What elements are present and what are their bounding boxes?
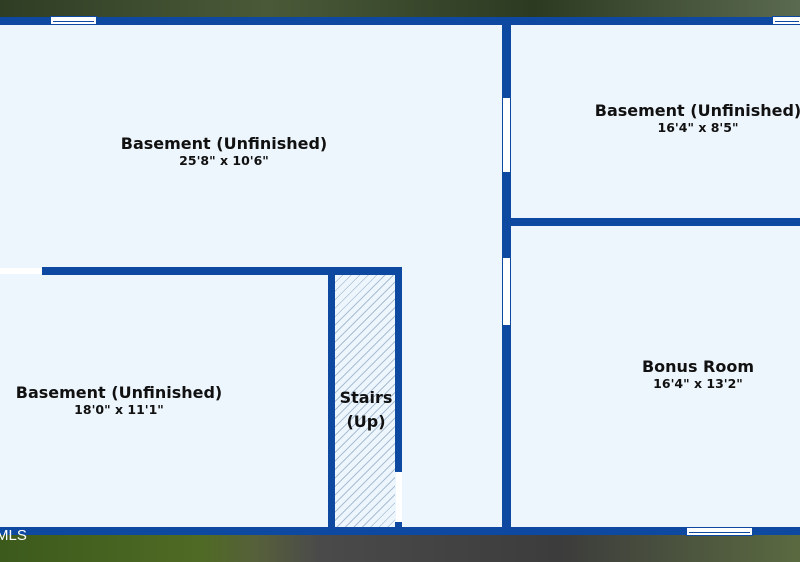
wall-left-lower-top <box>42 267 402 275</box>
window <box>50 16 97 25</box>
photo-background-bottom <box>0 534 800 562</box>
room-name: Basement (Unfinished) <box>594 101 800 120</box>
room-label: Basement (Unfinished) 25'8" x 10'6" <box>121 134 327 168</box>
stairs-label-line2: (Up) <box>346 412 386 431</box>
mls-watermark: MLS <box>0 527 27 544</box>
wall-right-divider <box>511 218 800 226</box>
door-opening <box>503 98 510 172</box>
wall-bottom <box>0 527 800 535</box>
photo-background-top <box>0 0 800 18</box>
opening-left <box>0 268 42 274</box>
room-name: Basement (Unfinished) <box>120 134 328 153</box>
stairs-label-line1: Stairs <box>339 388 393 407</box>
room-label: Bonus Room 16'4" x 13'2" <box>642 357 754 391</box>
room-label: Basement (Unfinished) 16'4" x 8'5" <box>595 101 800 135</box>
wall-stairs-left <box>328 267 335 529</box>
room-label: Basement (Unfinished) 18'0" x 11'1" <box>16 383 222 417</box>
room-name: Basement (Unfinished) <box>15 383 223 402</box>
room-dimensions: 16'4" x 8'5" <box>657 120 739 135</box>
stairs-opening <box>396 472 402 522</box>
stairs-hatch <box>335 275 395 528</box>
stairs-label: Stairs (Up) <box>340 386 393 434</box>
room-dimensions: 18'0" x 11'1" <box>74 402 164 417</box>
wall-stairs-right <box>395 267 402 472</box>
wall-stairs-right-stub <box>395 522 402 528</box>
room-dimensions: 25'8" x 10'6" <box>179 153 269 168</box>
room-name: Bonus Room <box>641 357 755 376</box>
door-opening <box>503 258 510 325</box>
wall-top <box>0 17 800 25</box>
window <box>772 16 800 25</box>
window <box>686 527 753 536</box>
room-dimensions: 16'4" x 13'2" <box>653 376 743 391</box>
